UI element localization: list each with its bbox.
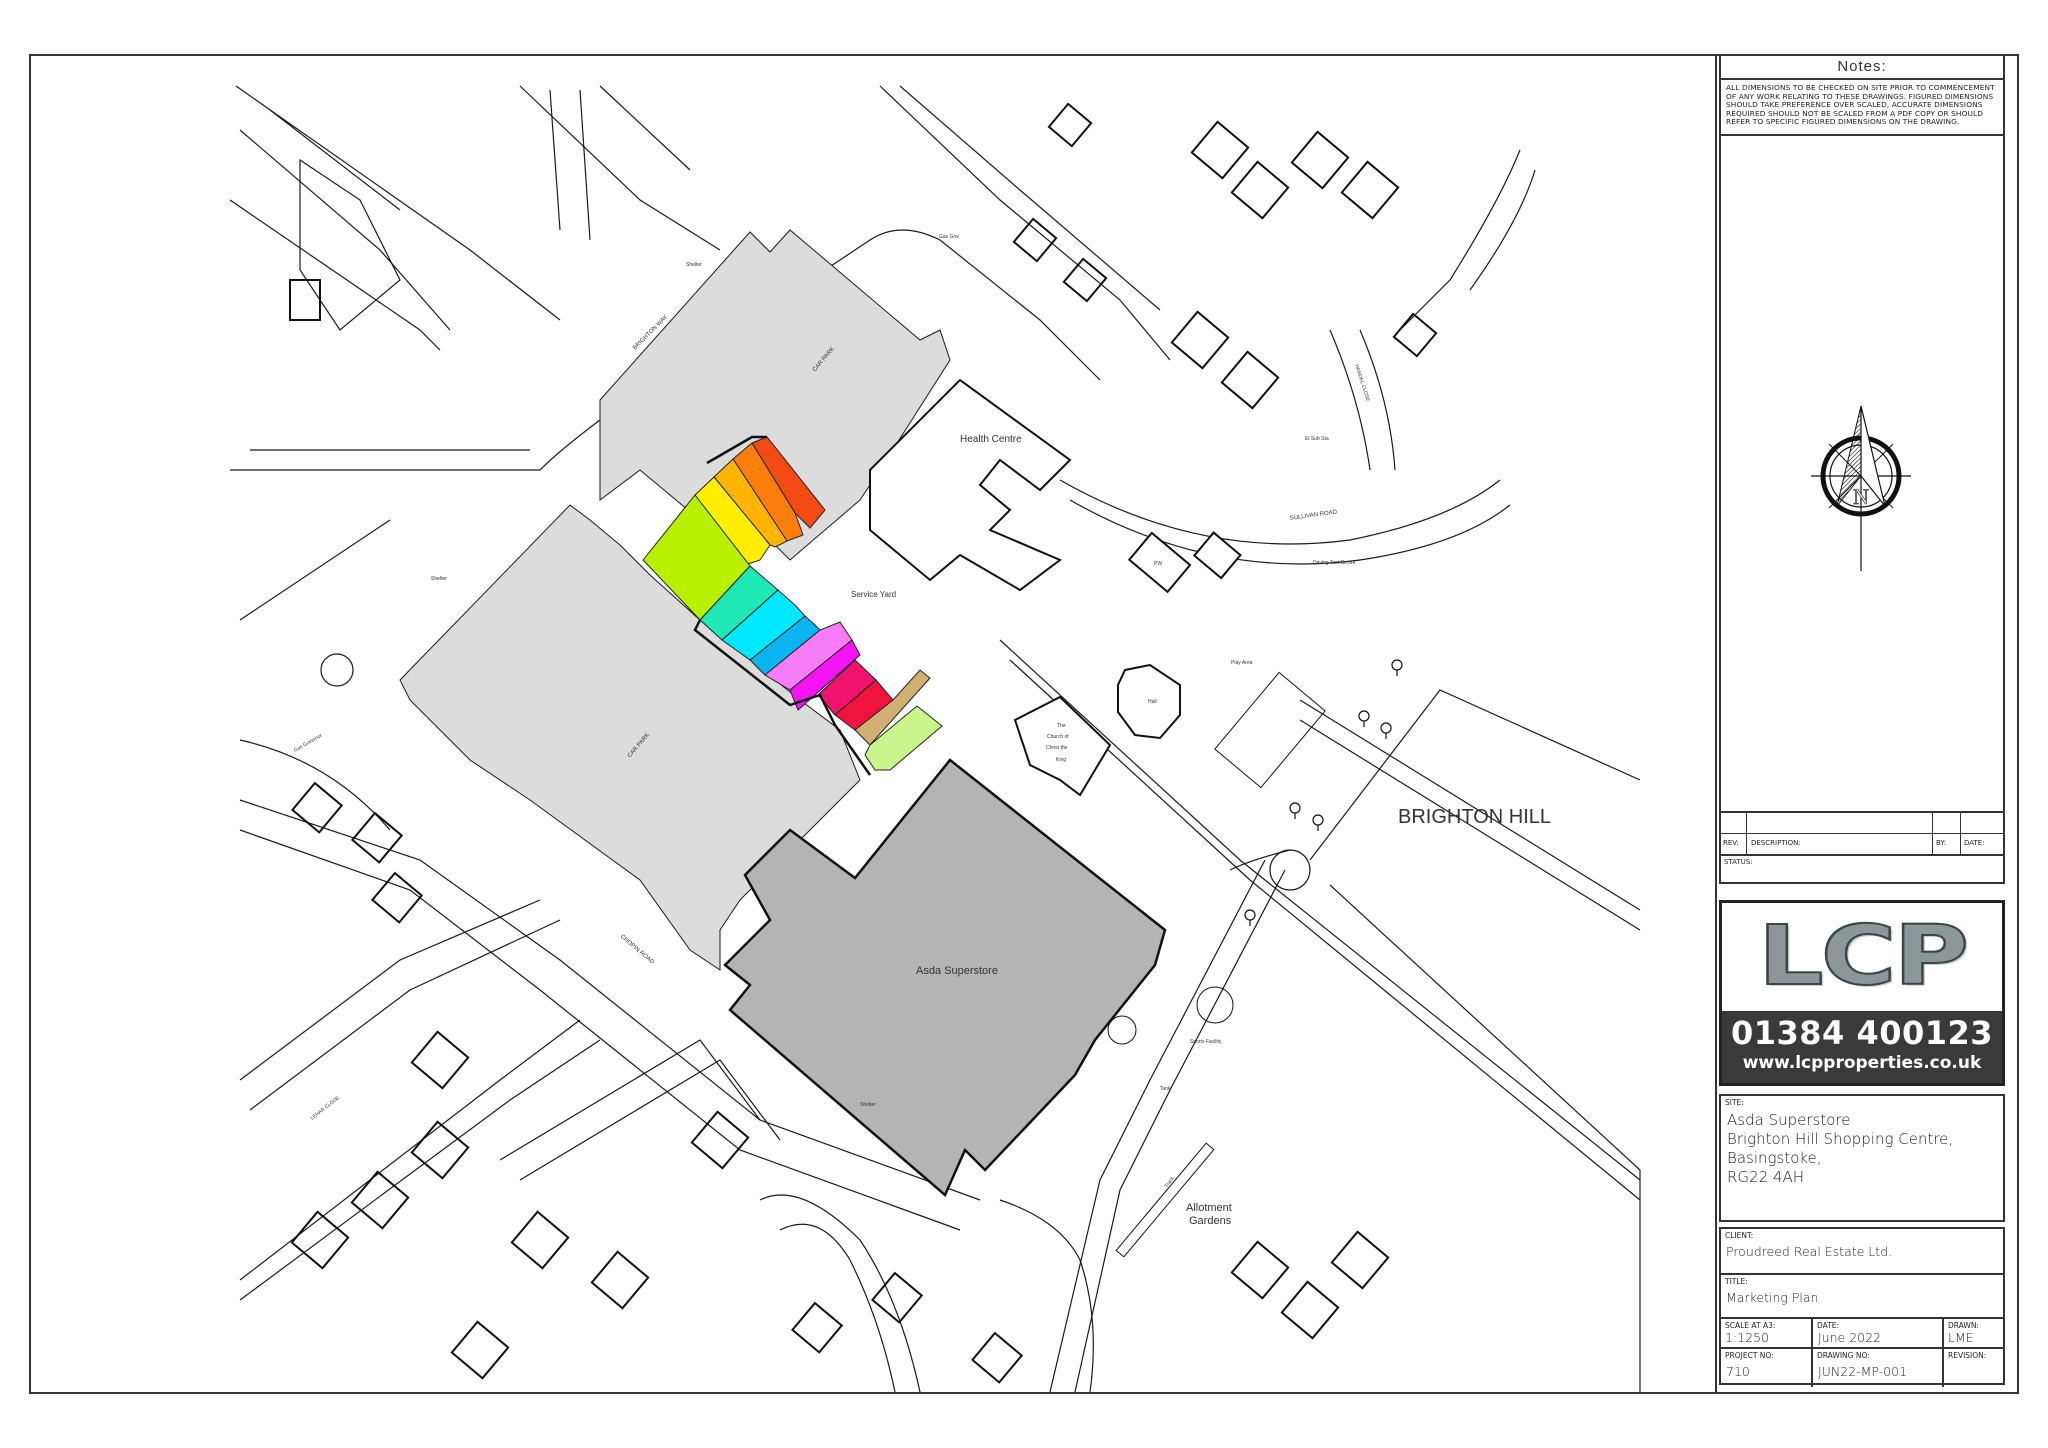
label-health-centre: Health Centre [960,434,1022,445]
project-no-value: 710 [1726,1364,1750,1379]
drawn-label: DRAWN: [1948,1321,1979,1330]
unit-dominos [749,615,821,676]
label-church-2: Church of [1047,734,1069,740]
drawing-no-label: DRAWING NO: [1817,1351,1870,1360]
health-centre-building [869,378,1072,592]
title-block-panel: Notes: All dimensions to be checked on s… [1715,54,2019,1394]
title-block: CLIENT: Proudreed Real Estate Ltd. TITLE… [1719,1227,2005,1387]
tree-icons [1244,659,1403,926]
label-sports-facility: Sports Facility [1190,1039,1222,1045]
label-church-1: The [1057,723,1066,729]
site-plan-map: BRIGHTON HILL Asda Superstore Health Cen… [31,56,1715,1392]
label-chopin-road: CHOPIN ROAD [619,934,656,966]
label-asda: Asda Superstore [916,965,998,977]
date-value: June 2022 [1818,1330,1882,1345]
client-value: Proudreed Real Estate Ltd. [1726,1244,1893,1259]
car-park-north [599,229,951,561]
label-sullivan-road: SULLIVAN ROAD [1289,509,1338,522]
label-hall: Hall [1148,699,1157,705]
revision-table: REV: DESCRIPTION: BY: DATE: STATUS: [1721,811,2003,882]
label-play-area: Play Area [1231,660,1253,666]
label-allotment-2: Gardens [1189,1215,1232,1227]
date-field: DATE: June 2022 [1813,1319,1944,1347]
site-line-1: Asda Superstore [1727,1111,1851,1129]
project-no-field: PROJECT NO: 710 [1721,1349,1813,1387]
client-field: CLIENT: Proudreed Real Estate Ltd. [1721,1229,2003,1273]
lcp-logo-block: LCP 01384 400123 www.lcpproperties.co.uk [1719,900,2005,1086]
date-label: DATE: [1964,839,1985,847]
label-shelter-3: Shelter [860,1102,876,1108]
unit-cutting-bar [764,621,853,691]
label-pw: PW [1154,561,1162,567]
label-shelter-2: Shelter [431,576,447,582]
retail-units [642,436,943,771]
church-building [1013,695,1112,797]
label-track: Track [1164,1175,1176,1189]
drawn-field: DRAWN: LME [1944,1319,2003,1347]
drawn-value: LME [1948,1330,1974,1345]
label-allotment-1: Allotment [1186,1202,1232,1214]
road-lines [229,85,1641,1392]
notes-title: Notes: [1721,56,2003,80]
label-driving-test-centre: Driving Test Centre [1313,560,1356,566]
unit-subway [854,669,931,746]
label-lehar-close: LEHAR CLOSE [310,1095,342,1122]
label-el-sub-sta: El Sub Sta [1305,436,1329,442]
title-label: TITLE: [1725,1277,1748,1286]
label-church-3: Christ the [1046,745,1068,751]
pw-building [1127,531,1192,594]
hall-building [1117,663,1181,740]
label-service-yard: Service Yard [851,590,896,599]
date-label-tb: DATE: [1817,1321,1840,1330]
svg-text:N: N [1853,484,1869,509]
status-label: STATUS: [1724,858,1753,866]
scale-label: SCALE AT A3: [1725,1321,1776,1330]
scale-field: SCALE AT A3: 1:1250 [1721,1319,1813,1347]
label-church-4: King [1056,757,1066,763]
drawing-no-field: DRAWING NO: JUN22-MP-001 [1813,1349,1944,1387]
asda-superstore [723,758,1167,1198]
rev-label: REV: [1721,834,1747,854]
misc-outlines [1107,671,1326,1258]
revision-value [1944,1360,2003,1368]
title-field: TITLE: Marketing Plan [1721,1273,2003,1317]
description-label: DESCRIPTION: [1747,834,1933,854]
site-box: SITE: Asda Superstore Brighton Hill Shop… [1719,1094,2005,1222]
north-arrow-icon: N [1811,405,1911,571]
drawing-sheet-border [29,54,2019,1394]
lcp-phone: 01384 400123 [1730,1014,1994,1052]
site-line-4: RG22 4AH [1727,1168,1804,1186]
label-gas-governor: Gas Governor [293,733,323,754]
unit-st-michaels-hospice [864,705,943,771]
label-tank: Tank [1160,1086,1171,1092]
project-no-label: PROJECT NO: [1725,1351,1774,1360]
revision-label: REVISION: [1948,1351,1987,1360]
client-label: CLIENT: [1725,1231,1754,1240]
label-shelter-1: Shelter [686,262,702,268]
lcp-logo: LCP [1757,909,1970,1004]
lcp-website: www.lcpproperties.co.uk [1742,1053,1982,1073]
label-handel-close: HANDEL CLOSE [1353,364,1371,403]
site-line-3: Basingstoke, [1727,1149,1822,1167]
residential-houses [289,102,1438,1384]
drawing-no-value: JUN22-MP-001 [1818,1364,1908,1379]
scale-value: 1:1250 [1725,1330,1769,1345]
revision-field: REVISION: [1944,1349,2003,1387]
by-label: BY: [1933,834,1961,854]
notes-box: Notes: All dimensions to be checked on s… [1719,54,2005,884]
notes-text: All dimensions to be checked on site pri… [1721,80,2003,136]
site-line-2: Brighton Hill Shopping Centre, [1727,1130,1954,1148]
site-label: SITE: [1725,1098,1744,1107]
title-value: Marketing Plan [1726,1290,1819,1305]
label-brighton-hill: BRIGHTON HILL [1398,806,1551,828]
label-gas-gov: Gas Gov [939,234,959,240]
unit-acute-look [721,589,806,661]
